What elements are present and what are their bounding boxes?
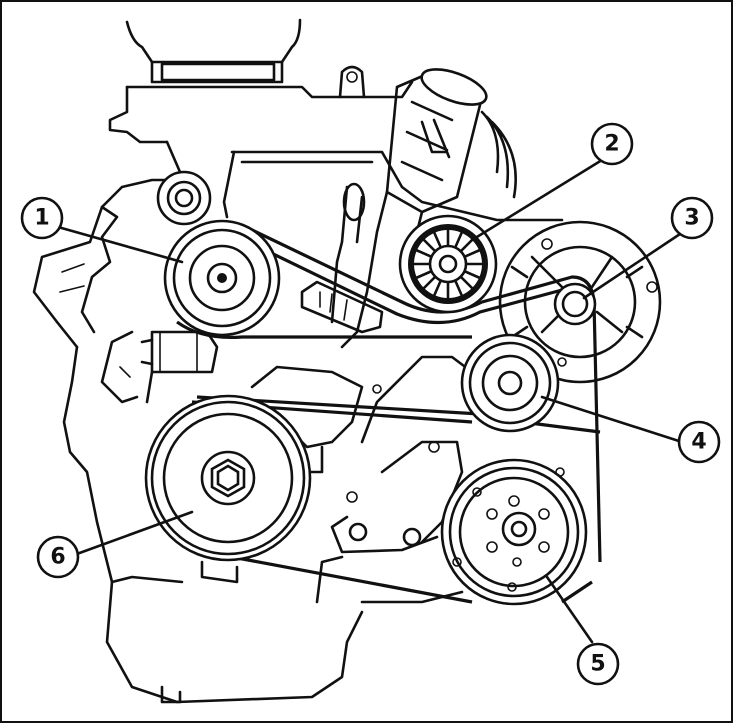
- engine-block-outline: [32, 18, 564, 704]
- callout-6: 6: [36, 535, 80, 579]
- callout-4: 4: [677, 420, 721, 464]
- callout-6-label: 6: [50, 545, 65, 570]
- callout-4-label: 4: [691, 430, 706, 455]
- idler-pulley-small: [553, 282, 597, 326]
- callout-2: 2: [590, 122, 634, 166]
- callout-3: 3: [670, 196, 714, 240]
- callout-5: 5: [576, 642, 620, 686]
- alternator-pulley: [398, 214, 498, 314]
- tensioner-pulley-upper: [163, 219, 281, 337]
- callout-5-label: 5: [590, 652, 605, 677]
- leader-lines: [56, 158, 684, 644]
- water-pump-pulley: [440, 458, 588, 606]
- crankshaft-pulley: [144, 394, 312, 584]
- callout-1-label: 1: [34, 206, 49, 231]
- callout-3-label: 3: [684, 206, 699, 231]
- coolant-hose: [140, 330, 219, 404]
- distributor-assembly: [300, 68, 517, 349]
- tensioner-pulley-lower: [460, 333, 560, 433]
- callout-2-label: 2: [604, 132, 619, 157]
- callout-1: 1: [20, 196, 64, 240]
- small-upper-idler: [156, 170, 212, 226]
